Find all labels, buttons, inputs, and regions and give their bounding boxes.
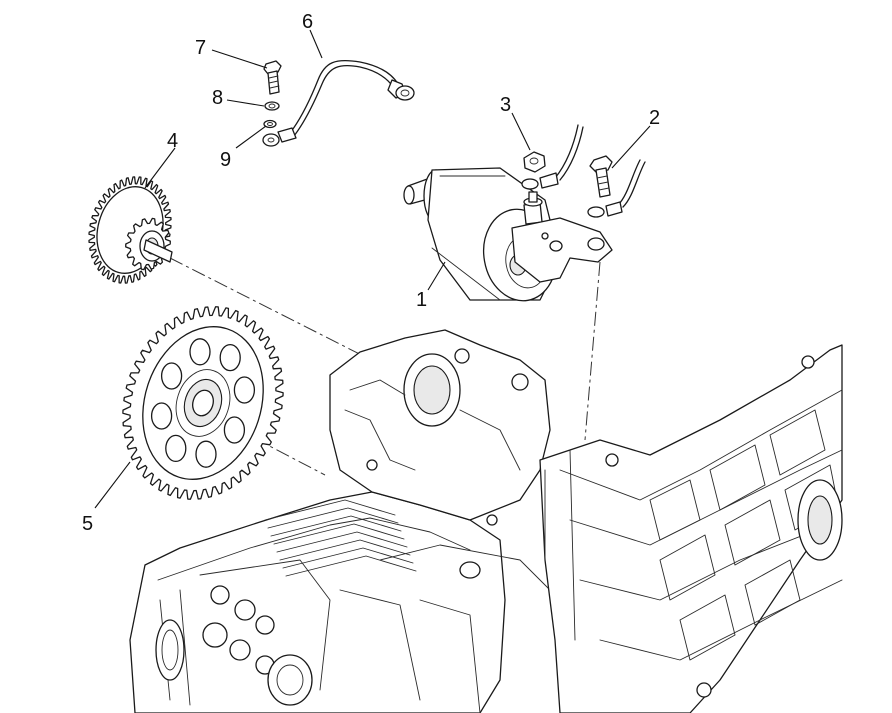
gear-hole — [223, 416, 246, 444]
callout-3: 3 — [500, 94, 511, 116]
washer-8 — [264, 101, 280, 111]
gear-hole — [189, 338, 211, 366]
gear-hole — [150, 402, 173, 430]
callouts: 1 2 3 4 5 6 7 8 9 — [82, 11, 660, 535]
starter-motor — [403, 167, 613, 302]
callout-8: 8 — [212, 87, 223, 109]
ground-cable — [262, 59, 415, 147]
wire-terminal-2 — [587, 159, 646, 218]
callout-9: 9 — [220, 149, 231, 171]
gear-hole — [165, 434, 187, 463]
callout-5: 5 — [82, 513, 93, 535]
callout-7: 7 — [195, 37, 206, 59]
screw — [263, 60, 282, 95]
mounting-bolt — [589, 155, 613, 198]
callout-4: 4 — [167, 130, 178, 152]
cooling-fins — [264, 499, 417, 577]
callout-6: 6 — [302, 11, 313, 33]
starter-driven-gear — [122, 306, 284, 500]
callout-1: 1 — [416, 289, 427, 311]
washer-9 — [263, 119, 277, 129]
engine-crankcase — [129, 329, 843, 713]
nut — [523, 151, 546, 173]
gear-hole — [160, 362, 183, 390]
double-gear — [88, 176, 173, 284]
alignment-lines — [169, 257, 601, 476]
wire-terminal-3 — [521, 124, 584, 190]
callout-2: 2 — [649, 107, 660, 129]
gear-hole — [219, 343, 241, 372]
gear-hole — [233, 376, 256, 404]
gear-hole — [195, 440, 217, 468]
leader-lines — [94, 29, 651, 509]
